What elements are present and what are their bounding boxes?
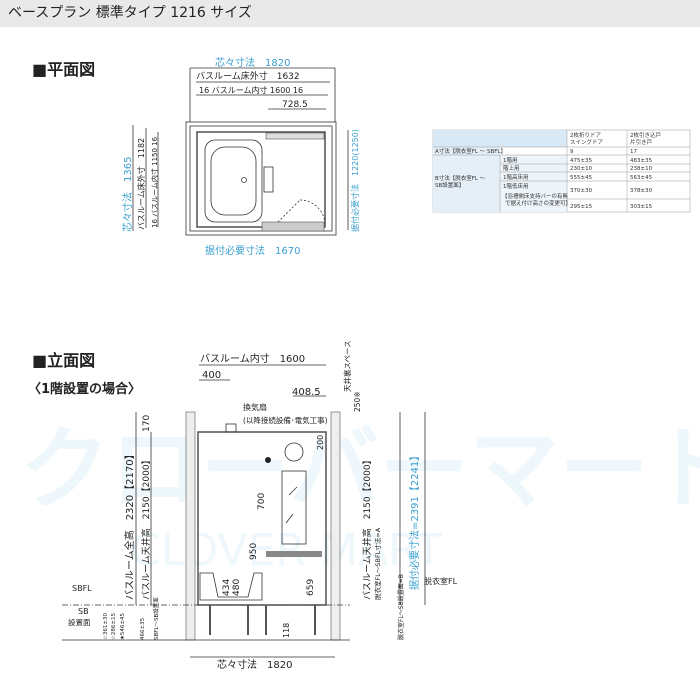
svg-text:238±10: 238±10 <box>630 166 653 172</box>
table-row: 295±15 303±15 <box>570 204 653 210</box>
plan-vertical-dims: 芯々寸法 1365 バスルーム床外寸 1182 16 バスルーム内寸 1150 … <box>121 125 360 232</box>
elevation-heading: ■立面図 <box>32 351 95 370</box>
dim-480: 480 <box>232 579 242 596</box>
col-header-sliding-door: 2枚引き込戸 <box>630 131 661 139</box>
page-header: ベースプラン 標準タイプ 1216 サイズ <box>0 0 700 27</box>
svg-text:1階高床用: 1階高床用 <box>503 173 529 181</box>
row-a-v2: 17 <box>630 149 637 155</box>
table-note-2: で据え付け高さの変更可】 <box>505 199 571 207</box>
plan-floor-outer-depth: バスルーム床外寸 1182 <box>136 138 146 230</box>
table-row: 1階高床用 555±45 563±45 <box>503 173 653 181</box>
dim-546: ★546±45 <box>120 612 126 640</box>
dim-434: 434 <box>222 579 232 596</box>
ceiling-space-value: 250※ <box>353 391 362 412</box>
plan-floor-outer-width: バスルーム床外寸 1632 <box>196 70 300 82</box>
table-note: 【浴槽側床支持バーの有無 <box>502 192 569 200</box>
watermark-jp: クローバーマート <box>20 417 700 522</box>
dim-200: 200 <box>316 435 325 450</box>
dim-659: 659 <box>306 579 316 596</box>
elev-inner-width: バスルーム内寸 1600 <box>200 352 305 365</box>
dim-700: 700 <box>257 493 267 510</box>
watermark: クローバーマート CLOVER MART <box>20 417 700 576</box>
fan-note: (以降接続設備･電気工事) <box>243 415 328 425</box>
elev-lines <box>62 364 426 658</box>
svg-text:475±35: 475±35 <box>570 158 593 164</box>
table-row: 階上用 230±10 238±10 <box>503 164 653 172</box>
a-dimension: 脱衣室FL～SBFL寸法=A <box>373 527 382 600</box>
sb-label: SB <box>78 607 89 616</box>
svg-text:378±30: 378±30 <box>630 188 653 194</box>
col-header-folding-door: 2枚折りドア <box>570 131 601 139</box>
elevation-subheading: 〈1階設置の場合〉 <box>28 381 141 397</box>
table-row: 1階低床用 370±30 378±30 <box>503 182 653 194</box>
plan-core-depth: 芯々寸法 1365 <box>121 157 134 232</box>
fan-label: 換気扇 <box>243 402 267 412</box>
svg-text:295±15: 295±15 <box>570 204 593 210</box>
svg-text:555±45: 555±45 <box>570 175 593 181</box>
svg-text:303±15: 303±15 <box>630 204 653 210</box>
dim-400: 400 <box>202 370 221 381</box>
elev-core-width: 芯々寸法 1820 <box>217 658 292 671</box>
b-dimension: 脱衣室FL～SB設置面=B <box>397 574 405 640</box>
dim-408: 408.5 <box>292 387 321 398</box>
svg-text:563±45: 563±45 <box>630 175 653 181</box>
sb-face-label: 設置面 <box>68 617 91 627</box>
total-height: バスルーム全高 2320【2170】 <box>123 449 136 600</box>
ceiling-height: バスルーム天井高 2150【2000】 <box>140 455 152 600</box>
dim-286: ☆286±15 <box>111 612 117 640</box>
row-a-v1: 9 <box>570 149 574 155</box>
install-height: 据付必要寸法=2391【2241】 <box>408 451 421 590</box>
plan-frame <box>185 121 337 236</box>
row-a-label: A寸法【脱衣室FL ～ SBFL】 <box>435 147 506 155</box>
plan-install-depth: 据付必要寸法 1220(1250) <box>350 129 360 232</box>
plan-install-width: 据付必要寸法 1670 <box>205 244 300 257</box>
dim-170: 170 <box>142 415 152 432</box>
sbfl-sb-label: SBFL～SB設置面 <box>152 597 160 640</box>
plan-dim-728: 728.5 <box>282 100 308 110</box>
svg-text:483±35: 483±35 <box>630 158 653 164</box>
svg-text:230±10: 230±10 <box>570 166 593 172</box>
ceiling-height-right: バスルーム天井高 2150【2000】 <box>361 455 373 600</box>
svg-text:370±30: 370±30 <box>570 188 593 194</box>
svg-text:階上用: 階上用 <box>503 164 520 172</box>
svg-text:1階用: 1階用 <box>503 156 518 164</box>
plan-dim-lines <box>189 67 336 122</box>
watermark-en: CLOVER MART <box>130 525 442 576</box>
col-header-single-slide: 片引き戸 <box>630 138 653 146</box>
plan-heading: ■平面図 <box>32 60 95 79</box>
row-b-label-2: SB設置面】 <box>435 181 464 189</box>
row-b-label: B寸法【脱衣室FL ～ <box>435 174 486 182</box>
svg-text:1階低床用: 1階低床用 <box>503 182 529 190</box>
plan-core-width: 芯々寸法 1820 <box>215 56 290 69</box>
col-header-swing-door: スイングドア <box>570 138 604 146</box>
dim-361: ☆361±30 <box>103 612 109 640</box>
sbfl-label: SBFL <box>72 584 92 593</box>
dimension-table: 2枚折りドア スイングドア 2枚引き込戸 片引き戸 A寸法【脱衣室FL ～ SB… <box>432 129 691 213</box>
table-row: 1階用 475±35 483±35 <box>503 156 653 164</box>
plan-inner-width: 16 バスルーム内寸 1600 16 <box>199 85 303 95</box>
dim-466: 466±35 <box>140 617 146 640</box>
ceiling-space-label: 天井裏スペース <box>342 340 352 392</box>
dressing-room-fl: 脱衣室FL <box>424 576 458 586</box>
plan-inner-depth: 16 バスルーム内寸 1150 16 <box>150 136 159 228</box>
dim-118: 118 <box>282 623 291 638</box>
dim-950: 950 <box>249 543 259 560</box>
